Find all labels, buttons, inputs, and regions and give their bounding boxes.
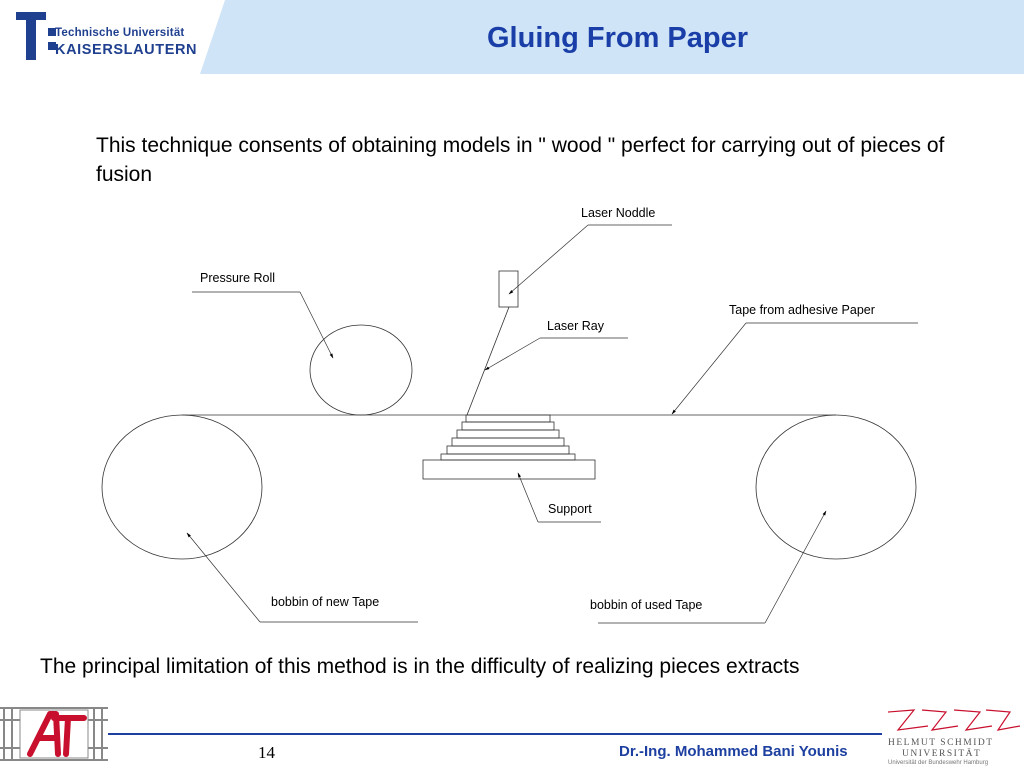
partner-name-line1: HELMUT SCHMIDT xyxy=(888,738,994,748)
label-laser-ray: Laser Ray xyxy=(547,319,604,333)
label-pressure-roll: Pressure Roll xyxy=(200,271,276,285)
label-bobbin-new-tape: bobbin of new Tape xyxy=(271,595,380,609)
label-laser-noddle: Laser Noddle xyxy=(581,206,656,220)
university-emblem-icon xyxy=(16,12,56,60)
partner-name-line2: UNIVERSITÄT xyxy=(902,749,982,759)
author-name: Dr.-Ing. Mohammed Bani Younis xyxy=(619,743,848,760)
pressure-roll-circle xyxy=(309,324,413,416)
university-name-line1: Technische Universität xyxy=(55,27,185,39)
label-tape-from-adhesive-paper: Tape from adhesive Paper xyxy=(729,303,875,317)
partner-name-line3: Universität der Bundeswehr Hamburg xyxy=(888,760,989,766)
gluing-diagram: Laser Noddle Pressure Roll Tape from adh… xyxy=(0,195,1024,645)
diagram-drawing xyxy=(101,224,918,624)
university-name-line2: Kaiserslautern xyxy=(55,42,198,58)
laser-ray-line xyxy=(466,306,510,416)
support-base xyxy=(422,459,596,480)
university-logo xyxy=(14,8,214,68)
footer-line xyxy=(108,733,882,735)
ft-logo xyxy=(0,707,108,761)
laser-nozzle-box xyxy=(498,270,519,308)
used-tape-bobbin-circle xyxy=(755,414,917,560)
limitation-text: The principal limitation of this method … xyxy=(40,655,800,678)
header-band xyxy=(200,0,1024,74)
label-bobbin-used-tape: bobbin of used Tape xyxy=(590,598,703,612)
intro-text: This technique consents of obtaining mod… xyxy=(96,134,945,186)
page-number: 14 xyxy=(258,743,275,762)
new-tape-bobbin-circle xyxy=(101,414,263,560)
label-support: Support xyxy=(548,502,592,516)
hsu-logo xyxy=(887,709,1021,731)
slide-title: Gluing From Paper xyxy=(487,22,749,54)
